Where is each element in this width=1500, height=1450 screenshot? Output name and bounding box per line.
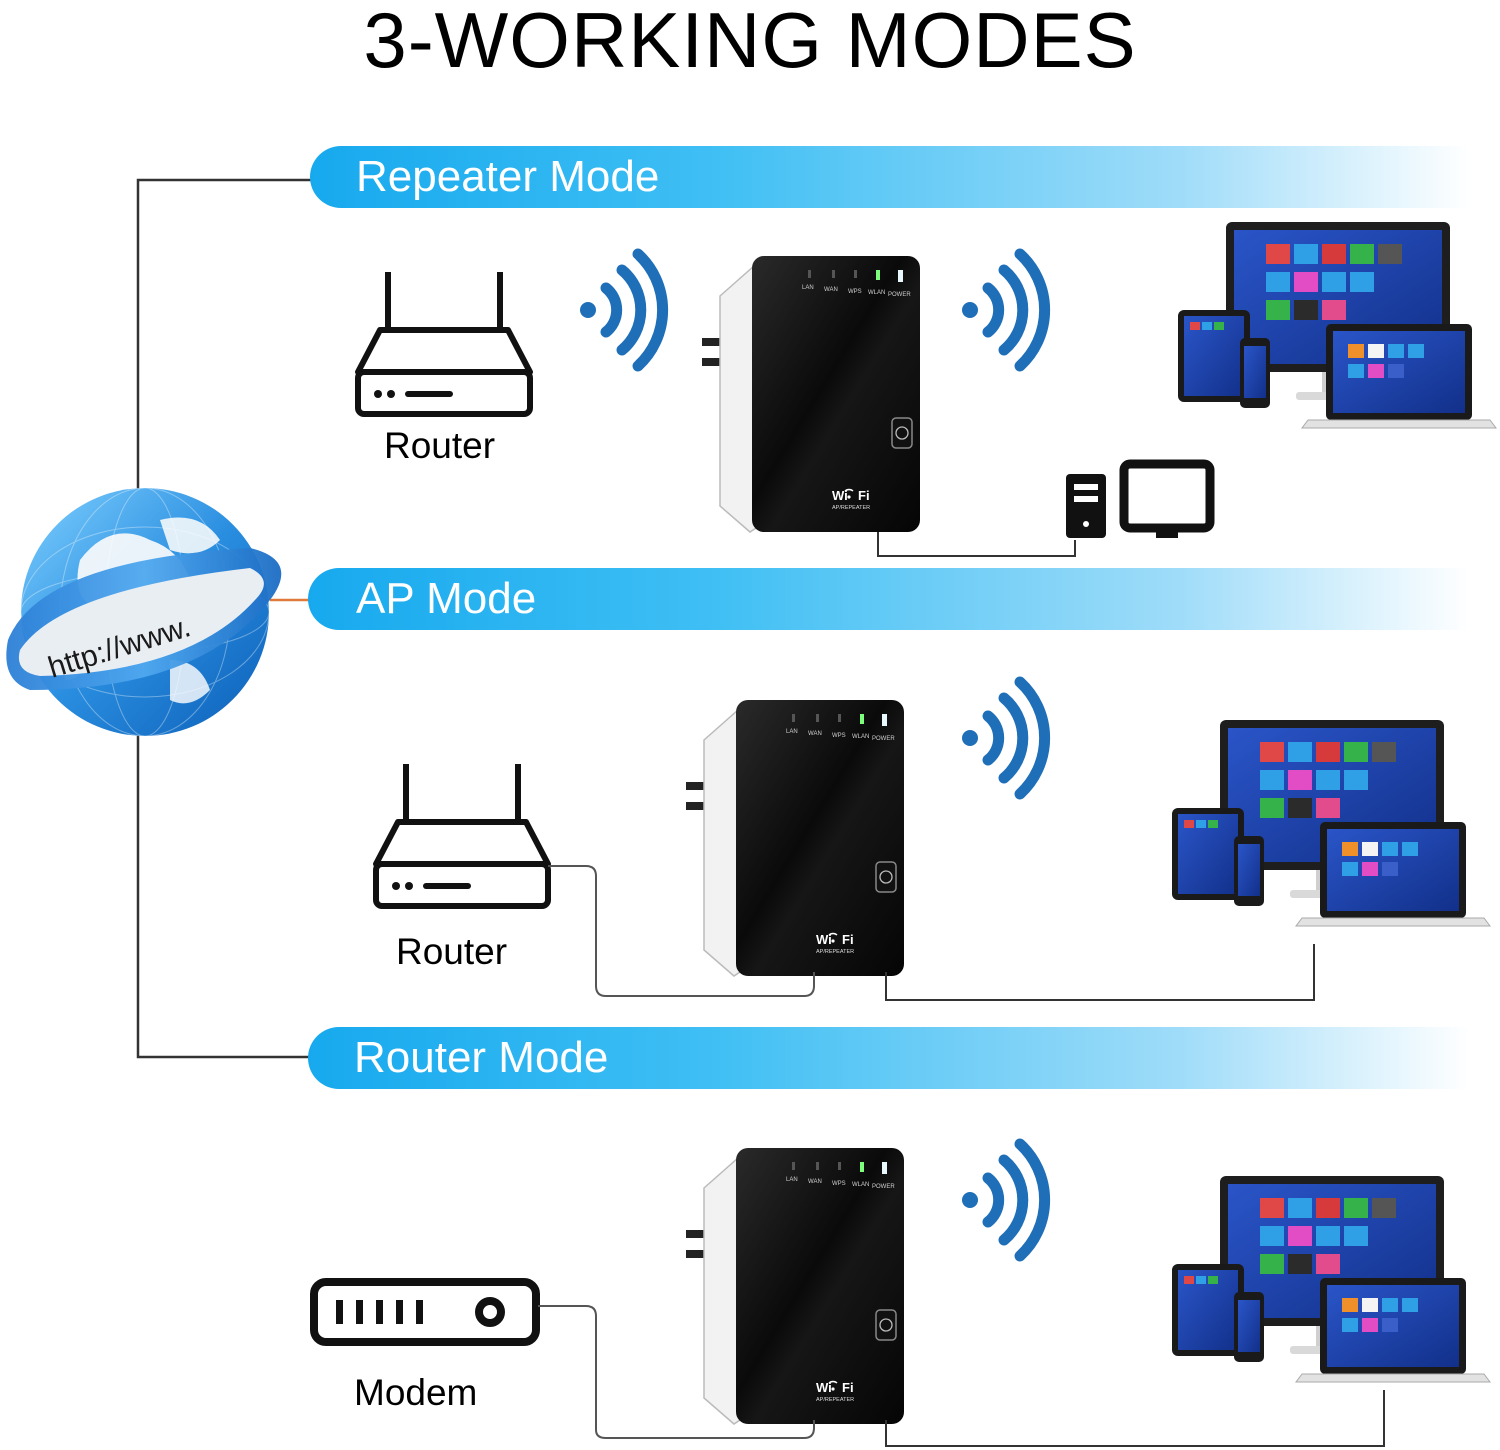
client-devices-icon xyxy=(1171,1175,1491,1383)
wifi-waves-icon xyxy=(962,1144,1045,1256)
mode-label: Router Mode xyxy=(354,1033,609,1082)
ethernet-cable xyxy=(538,1305,815,1439)
mode-label: Repeater Mode xyxy=(356,152,660,201)
router-mode-row xyxy=(310,1144,1491,1447)
client-devices-icon xyxy=(1177,221,1497,429)
ethernet-cable xyxy=(885,944,1315,1001)
mode-banner-repeater: Repeater Mode xyxy=(310,146,1470,208)
router-label: Router xyxy=(384,425,496,466)
ethernet-cable xyxy=(885,1390,1385,1447)
mode-banner-router: Router Mode xyxy=(308,1027,1470,1089)
extender-device xyxy=(685,1147,905,1425)
extender-device xyxy=(685,699,905,977)
modem-label: Modem xyxy=(354,1372,478,1413)
ethernet-cable xyxy=(877,532,1076,557)
wifi-waves-icon xyxy=(962,682,1045,794)
wifi-waves-icon xyxy=(580,254,663,366)
client-devices-icon xyxy=(1171,719,1491,927)
page-title: 3-WORKING MODES xyxy=(363,0,1137,84)
ethernet-cable xyxy=(548,865,815,997)
extender-device xyxy=(701,255,921,533)
ap-mode-row xyxy=(376,682,1491,1001)
globe-icon: http://www. xyxy=(6,487,282,737)
modem-icon xyxy=(310,1278,540,1346)
mode-banner-ap: AP Mode xyxy=(308,568,1470,630)
mode-label: AP Mode xyxy=(356,574,537,623)
router-icon xyxy=(376,764,548,906)
desktop-pc-icon xyxy=(1066,459,1215,538)
repeater-mode-row xyxy=(358,221,1497,557)
router-label: Router xyxy=(396,931,508,972)
router-icon xyxy=(358,272,530,414)
wifi-waves-icon xyxy=(962,254,1045,366)
